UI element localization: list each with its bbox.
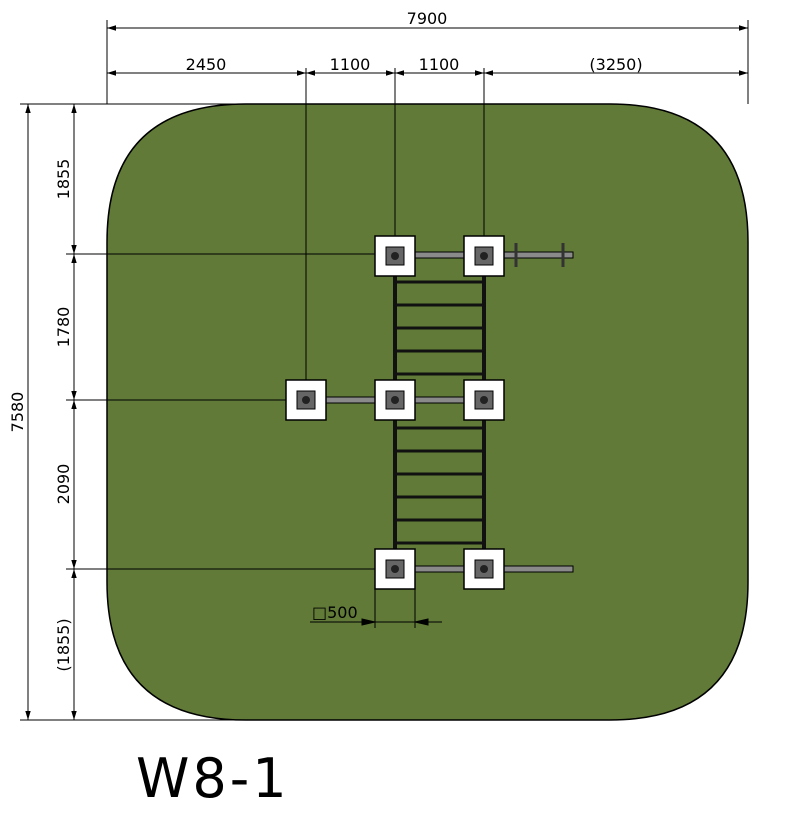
footing-size-dimension bbox=[310, 589, 442, 628]
dim-h-top: 1855 bbox=[54, 159, 73, 200]
bar-end-ticks bbox=[514, 243, 565, 267]
footing bbox=[374, 235, 416, 277]
dim-seg-mid-1: 1100 bbox=[330, 55, 371, 74]
dim-h-bottom: (1855) bbox=[54, 618, 73, 671]
dimension-lines bbox=[25, 25, 748, 720]
footing bbox=[463, 235, 505, 277]
footing bbox=[285, 379, 327, 421]
dim-total-height: 7580 bbox=[8, 392, 27, 433]
footing-size-label: □500 bbox=[312, 603, 358, 622]
footing bbox=[374, 379, 416, 421]
footing bbox=[463, 379, 505, 421]
ground-area bbox=[106, 103, 749, 721]
dim-h-mid-2: 2090 bbox=[54, 464, 73, 505]
drawing-title: W8-1 bbox=[136, 747, 290, 810]
extension-lines-top bbox=[106, 20, 749, 398]
footing bbox=[374, 548, 416, 590]
dim-seg-mid-2: 1100 bbox=[419, 55, 460, 74]
dim-seg-right: (3250) bbox=[589, 55, 642, 74]
dim-total-width: 7900 bbox=[407, 9, 448, 28]
dim-seg-left: 2450 bbox=[186, 55, 227, 74]
dim-h-mid-1: 1780 bbox=[54, 307, 73, 348]
footing bbox=[463, 548, 505, 590]
extension-lines-left bbox=[20, 103, 395, 721]
